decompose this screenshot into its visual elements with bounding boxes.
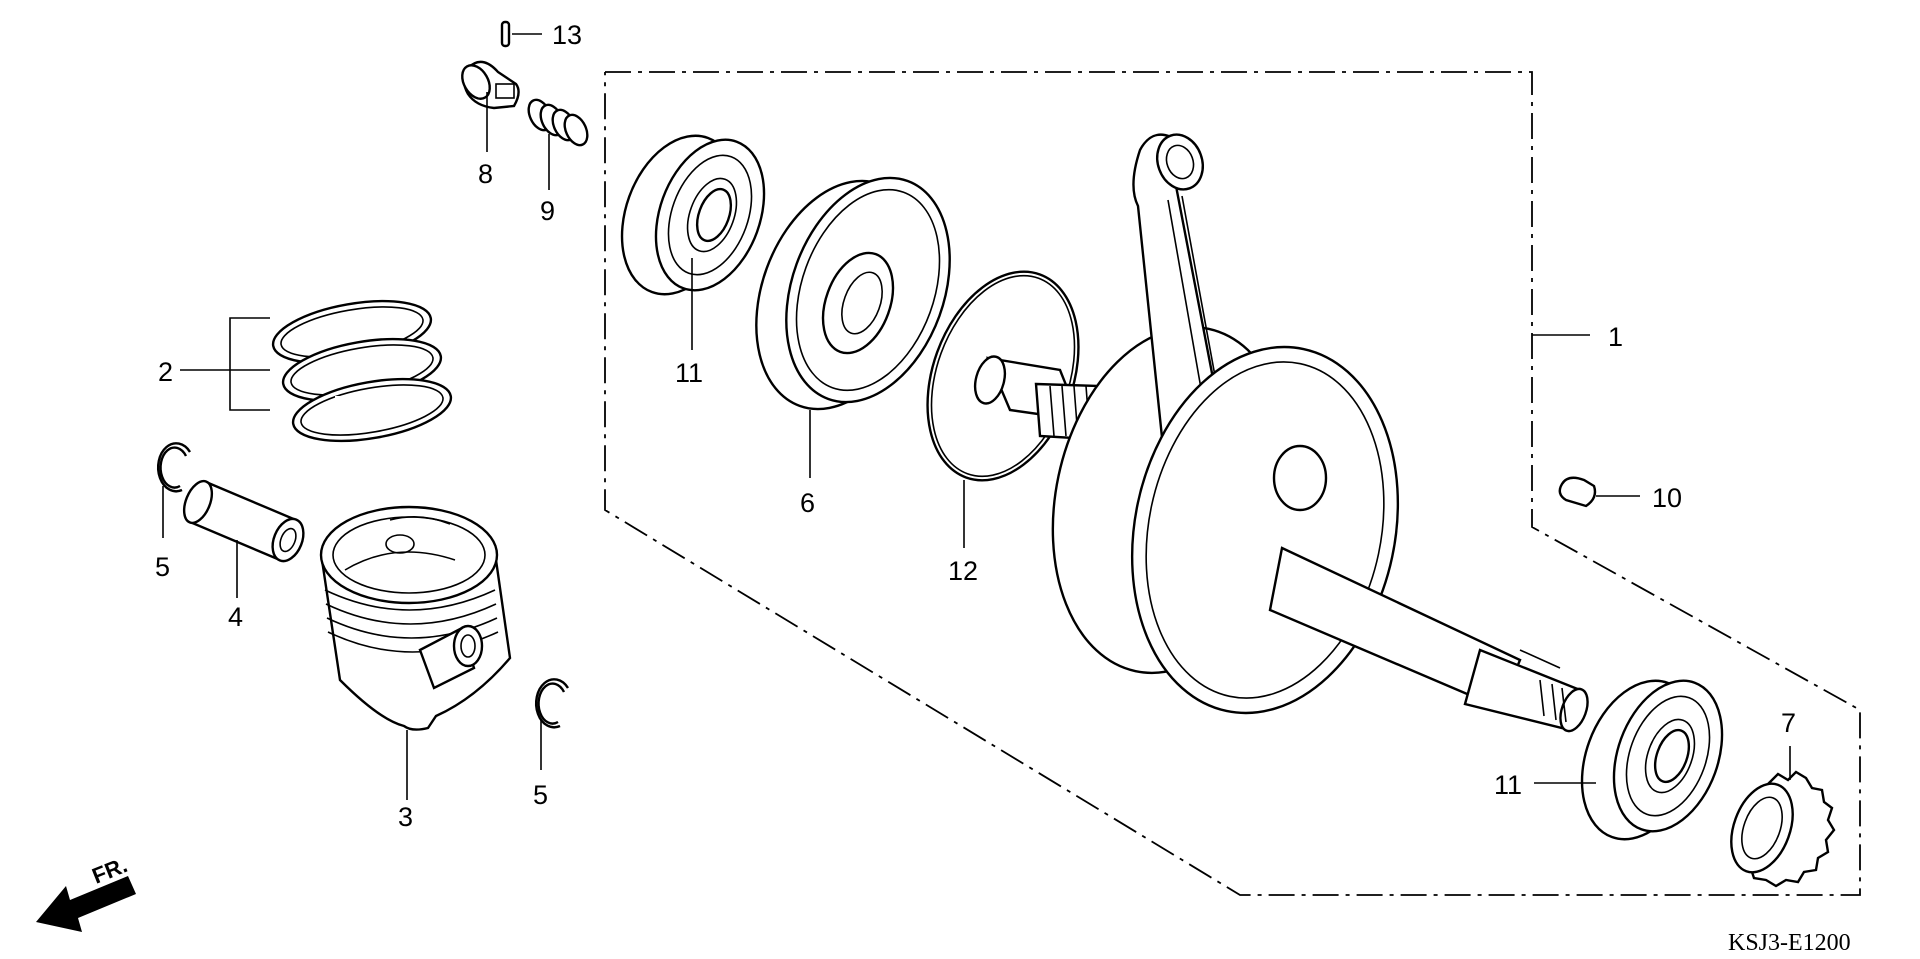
leader-lines: [162, 33, 1791, 800]
callout-1: 1: [1608, 322, 1623, 352]
piston-rings-part: [271, 299, 453, 443]
callout-2: 2: [158, 357, 173, 387]
piston-part: [319, 505, 512, 731]
callout-8: 8: [478, 159, 493, 189]
front-arrow-icon: [36, 876, 136, 932]
callout-6: 6: [800, 488, 815, 518]
circlip-right-part: [534, 678, 570, 729]
callout-11-upper: 11: [675, 358, 703, 388]
callout-9: 9: [540, 196, 555, 226]
crank-cover-part: [755, 176, 951, 411]
bearing-upper-part: [620, 134, 766, 296]
circlip-left-part: [156, 442, 192, 493]
callout-12: 12: [948, 556, 978, 586]
callout-10: 10: [1652, 483, 1682, 513]
callout-11-lower: 11: [1494, 770, 1522, 800]
crankshaft-part: [973, 133, 1589, 733]
woodruff-key-part: [1558, 476, 1597, 508]
front-direction-indicator: FR.: [36, 852, 136, 932]
callout-3: 3: [398, 802, 413, 832]
bearing-lower-part: [1580, 679, 1724, 841]
spring-part: [527, 98, 589, 147]
sprocket-part: [1730, 770, 1836, 888]
assembly-boundary: [604, 71, 1861, 896]
small-pin-part: [500, 20, 511, 48]
piston-bolt-part: [461, 60, 520, 110]
callout-4: 4: [228, 602, 243, 632]
callout-5-left: 5: [155, 552, 170, 582]
callout-13: 13: [552, 20, 582, 50]
callout-7: 7: [1781, 708, 1796, 738]
callout-5-right: 5: [533, 780, 548, 810]
piston-pin-part: [182, 479, 305, 563]
drawing-code: KSJ3-E1200: [1728, 930, 1851, 956]
